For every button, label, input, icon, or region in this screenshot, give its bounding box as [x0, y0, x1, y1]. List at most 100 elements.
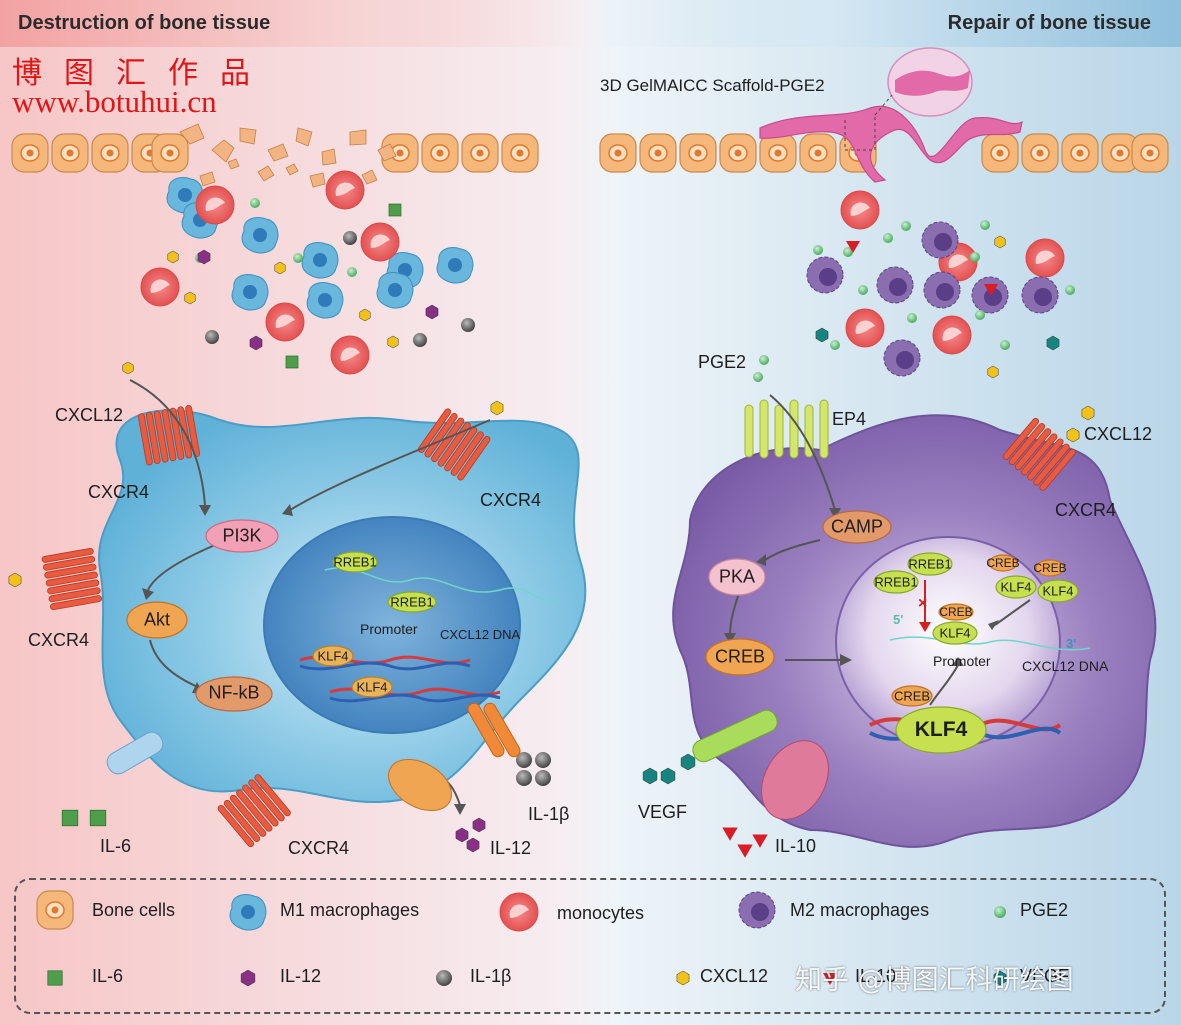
- cxcr4-receptor: [137, 404, 201, 466]
- cxcr4-helix: [424, 413, 458, 458]
- klf4-protein: [312, 645, 354, 667]
- cxcr4-helix: [1027, 438, 1064, 481]
- label-creb-small-c: CREB: [939, 605, 973, 619]
- label-klf4-big: KLF4: [914, 718, 968, 741]
- cxcl12-hexagon: [1066, 427, 1080, 443]
- legend-label-il10: IL-10: [855, 966, 897, 986]
- cxcr4-helix: [153, 410, 169, 463]
- cxcr4-helix: [47, 579, 100, 595]
- legend-label-m2: M2 macrophages: [790, 900, 930, 920]
- il1b-dot: [535, 770, 551, 786]
- label-il1b: IL-1β: [528, 804, 570, 824]
- m2-nucleus: [984, 288, 1002, 306]
- label-rreb1-left-b: RREB1: [390, 594, 434, 610]
- label-il6: IL-6: [100, 836, 132, 856]
- cxcr4-receptor: [41, 547, 103, 611]
- pge2-dot: [1065, 285, 1075, 295]
- bone-cell-core: [51, 906, 59, 914]
- il6-cube: [388, 203, 402, 217]
- creb-protein: [891, 685, 933, 707]
- label-scaffold: 3D GelMAICC Scaffold-PGE2: [600, 76, 825, 95]
- rreb1-protein: [907, 552, 953, 576]
- label-creb-small-b: CREB: [1033, 561, 1067, 575]
- cxcr4-helix: [161, 409, 177, 462]
- cxcr4-helix: [42, 555, 96, 571]
- monocyte-nucleus: [948, 254, 968, 268]
- label-akt: Akt: [143, 609, 171, 630]
- label-rreb1-left-a: RREB1: [333, 554, 377, 570]
- m1-nucleus: [388, 283, 402, 297]
- monocyte-nucleus: [205, 197, 225, 211]
- label-il10: IL-10: [775, 836, 817, 856]
- il12-hexagon: [249, 335, 263, 351]
- il10-triangle: [752, 834, 768, 848]
- il1b-receptor: [467, 702, 521, 758]
- klf4-protein: [932, 621, 978, 645]
- cxcr4-helix: [145, 411, 161, 465]
- cxcr4-helix: [1039, 448, 1076, 491]
- monocyte-nucleus: [275, 314, 295, 328]
- klf4-protein: [1037, 579, 1079, 603]
- pge2-dot: [970, 252, 980, 262]
- label-cxcr4-2: CXCR4: [480, 490, 542, 510]
- vegf-hexagon: [642, 767, 658, 785]
- bone-cell-core: [814, 149, 822, 157]
- bone-cell-core: [734, 149, 742, 157]
- il1b-dot: [516, 752, 532, 768]
- pge2-dot: [907, 313, 917, 323]
- label-promoter-right: Promoter: [933, 653, 991, 669]
- cxcr4-helix: [217, 805, 255, 848]
- monocyte-nucleus: [150, 279, 170, 293]
- cxcl12-hexagon: [274, 261, 286, 275]
- il10-triangle: [823, 973, 837, 985]
- rreb1-protein: [387, 591, 437, 613]
- cxcl12-hexagon: [387, 335, 399, 349]
- cxcr4-helix: [48, 587, 101, 603]
- pge2-dot: [813, 245, 823, 255]
- m1-nucleus: [253, 228, 267, 242]
- monocyte-nucleus: [1035, 250, 1055, 264]
- label-pge2: PGE2: [698, 352, 747, 372]
- legend-label-m1: M1 macrophages: [280, 900, 420, 920]
- legend-label-vegf: VEGF: [1020, 966, 1070, 986]
- il10-triangle: [846, 241, 860, 253]
- cxcl12-hexagon: [987, 365, 999, 379]
- pge2-dot: [293, 253, 303, 263]
- label-rreb1-right-b: RREB1: [908, 556, 952, 572]
- pi3k-protein: [205, 519, 279, 553]
- m2-nucleus: [819, 268, 837, 286]
- klf4-protein: [995, 575, 1037, 599]
- label-pi3k: PI3K: [222, 525, 262, 546]
- bone-cell-core: [1146, 149, 1154, 157]
- m1-nucleus: [398, 263, 412, 277]
- pge2-dot: [753, 372, 763, 382]
- pathway-arrows: [129, 379, 1031, 806]
- cxcr4-helix: [229, 794, 267, 837]
- cxcl12-hexagon: [184, 291, 196, 305]
- klf4-protein: [895, 706, 987, 754]
- cxcr4-helix: [236, 789, 273, 832]
- label-cxcl12-right: CXCL12: [1084, 424, 1153, 444]
- m2-nucleus: [936, 283, 954, 301]
- monocyte-nucleus: [942, 327, 962, 341]
- cxcr4-helix: [457, 435, 491, 481]
- vegf-hexagon: [660, 767, 676, 785]
- m1-nucleus: [448, 258, 462, 272]
- m2-nucleus: [751, 903, 769, 921]
- cxcr4-helix: [450, 431, 484, 476]
- legend: [14, 878, 1166, 1014]
- bone-cell-core: [166, 149, 174, 157]
- bone-cell-core: [516, 149, 524, 157]
- pge2-dot: [858, 285, 868, 295]
- rreb1-protein: [332, 551, 378, 573]
- bone-fragments: [179, 123, 397, 188]
- nfkb-protein: [195, 676, 273, 712]
- pge2-dot: [250, 198, 260, 208]
- m1-nucleus: [178, 188, 192, 202]
- cxcl12-hexagon: [994, 235, 1006, 249]
- m1-nucleus: [318, 293, 332, 307]
- m2-nucleus: [934, 233, 952, 251]
- label-creb-dna: CREB: [893, 688, 931, 704]
- il10-channel: [761, 740, 829, 820]
- pge2-dot: [830, 340, 840, 350]
